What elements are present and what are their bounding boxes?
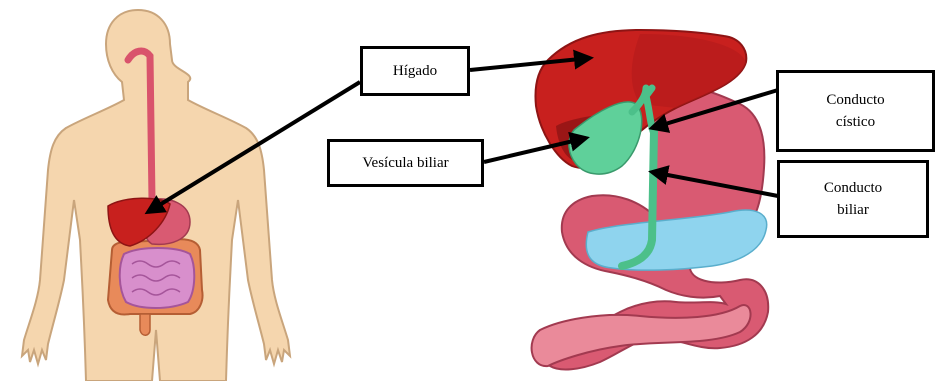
human-body-figure — [22, 10, 290, 381]
label-vesicula-biliar: Vesícula biliar — [327, 139, 484, 187]
small-intestine — [120, 248, 195, 308]
enlarged-organs — [532, 30, 769, 369]
label-conducto-cistico: Conducto cístico — [776, 70, 935, 152]
body-silhouette — [22, 10, 290, 381]
rectum — [140, 314, 150, 335]
label-conducto-biliar: Conducto biliar — [777, 160, 929, 238]
label-higado: Hígado — [360, 46, 470, 96]
